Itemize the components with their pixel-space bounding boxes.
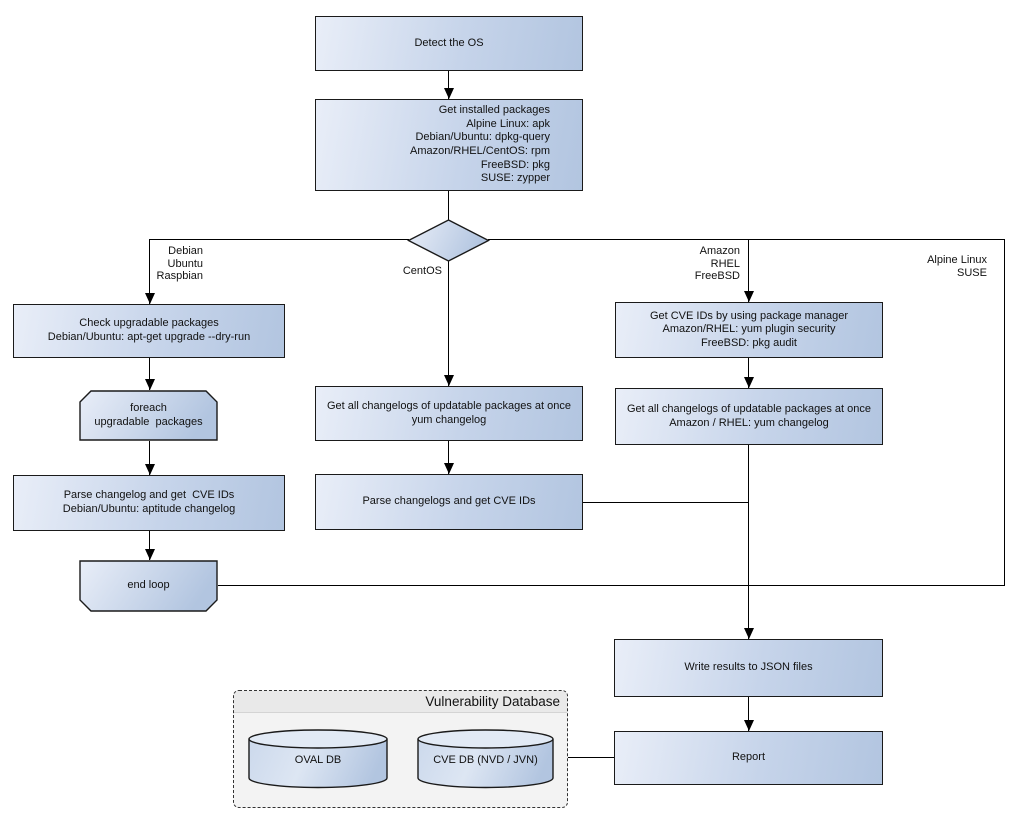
connector-debian-branch	[149, 239, 151, 304]
node-label: Detect the OS	[414, 36, 484, 49]
node-detect-os: Detect the OS	[315, 16, 583, 71]
connector-parsemid-join	[583, 502, 748, 504]
node-check-upgradable-packages: Check upgradable packages Debian/Ubuntu:…	[13, 304, 285, 358]
node-label: Parse changelog and get CVE IDs Debian/U…	[62, 489, 236, 515]
node-parse-changelogs-mid: Parse changelogs and get CVE IDs	[315, 474, 583, 530]
connector-endloop-join	[218, 585, 1005, 587]
arrow-head	[145, 549, 155, 560]
connector-parse-to-endloop	[149, 531, 151, 560]
branch-label-alpine: Alpine Linux SUSE	[927, 254, 987, 279]
connector-centos-branch	[448, 260, 450, 386]
connector-cveids-to-changelogs	[748, 358, 750, 388]
node-label: Get all changelogs of updatable packages…	[326, 399, 571, 426]
node-report: Report	[614, 731, 883, 785]
arrow-head	[744, 628, 754, 639]
node-parse-changelog-left: Parse changelog and get CVE IDs Debian/U…	[13, 475, 285, 531]
arrow-head	[444, 88, 454, 99]
connector-diamond-right	[488, 239, 1005, 241]
connector-changelogs-to-parse-mid	[448, 441, 450, 474]
connector-foreach-to-parse	[149, 441, 151, 475]
arrow-head	[145, 293, 155, 304]
shape-end-loop	[79, 560, 218, 612]
node-write-results: Write results to JSON files	[614, 639, 883, 697]
arrow-head	[145, 464, 155, 475]
arrow-head	[744, 291, 754, 302]
arrow-head	[744, 720, 754, 731]
node-label: Get CVE IDs by using package manager Ama…	[649, 309, 849, 349]
connector-check-to-foreach	[149, 358, 151, 390]
branch-label-amazon: Amazon RHEL FreeBSD	[694, 245, 740, 283]
connector-detect-to-packages	[448, 71, 450, 99]
node-label: Get installed packages Alpine Linux: apk…	[410, 104, 550, 185]
connector-packages-to-diamond	[448, 191, 450, 220]
node-get-changelogs-centos: Get all changelogs of updatable packages…	[315, 386, 583, 441]
vulnerability-database-header: Vulnerability Database	[234, 691, 567, 713]
node-label: Check upgradable packages Debian/Ubuntu:…	[47, 317, 251, 343]
arrow-head	[444, 375, 454, 386]
node-label: Write results to JSON files	[684, 661, 813, 674]
shape-foreach-loop	[79, 390, 218, 441]
vulnerability-database-title: Vulnerability Database	[425, 694, 560, 709]
branch-label-centos: CentOS	[402, 265, 442, 277]
arrow-head	[744, 377, 754, 388]
arrow-head	[145, 379, 155, 390]
connector-amazon-branch	[748, 239, 750, 302]
node-get-cve-ids: Get CVE IDs by using package manager Ama…	[615, 302, 883, 358]
connector-diamond-left	[149, 239, 409, 241]
oval-db-cylinder	[248, 729, 388, 789]
decision-diamond	[407, 219, 490, 262]
connector-to-write-results	[748, 445, 750, 639]
connector-db-to-report	[568, 757, 614, 759]
node-label: Get all changelogs of updatable packages…	[626, 402, 871, 429]
cve-db-cylinder	[417, 729, 554, 789]
node-label: Report	[731, 751, 766, 764]
node-get-changelogs-amazon: Get all changelogs of updatable packages…	[615, 388, 883, 445]
connector-write-to-report	[748, 697, 750, 731]
arrow-head	[444, 463, 454, 474]
node-label: Parse changelogs and get CVE IDs	[362, 495, 536, 508]
branch-label-debian: Debian Ubuntu Raspbian	[156, 245, 203, 283]
node-get-installed-packages: Get installed packages Alpine Linux: apk…	[315, 99, 583, 191]
connector-alpine-branch	[1004, 239, 1006, 586]
